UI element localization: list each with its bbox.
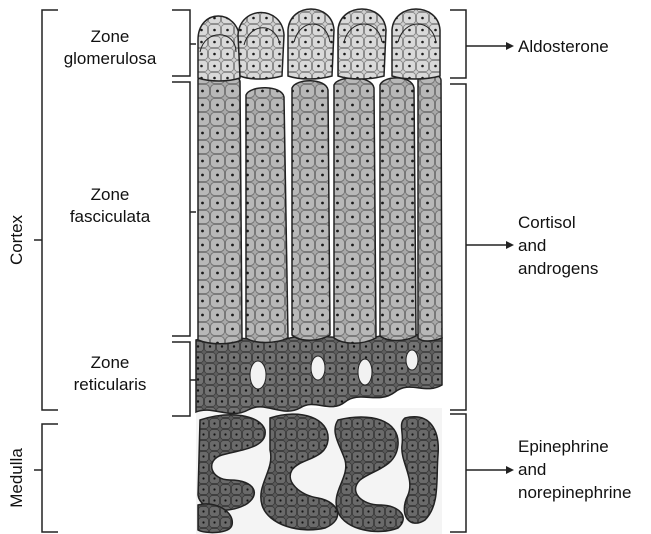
- tissue-illustration: [196, 9, 442, 534]
- fasciculata-label-line2: fasciculata: [70, 207, 151, 226]
- reticularis-label-line2: reticularis: [74, 375, 147, 394]
- cortex-bracket: [34, 10, 58, 410]
- fasciculata-label-line1: Zone: [91, 185, 130, 204]
- glomerulosa-arches: [198, 9, 440, 81]
- fasciculata-columns: [198, 73, 442, 344]
- epinephrine-label-line1: Epinephrine: [518, 437, 609, 456]
- reticularis-bracket: [172, 342, 196, 416]
- aldosterone-label: Aldosterone: [518, 37, 609, 56]
- cortex-label: Cortex: [7, 214, 26, 265]
- cortisol-bracket: [450, 84, 466, 410]
- glomerulosa-bracket: [172, 10, 196, 76]
- arrow-epinephrine: [466, 466, 514, 474]
- glomerulosa-label-line1: Zone: [91, 27, 130, 46]
- medulla-bracket: [34, 424, 58, 532]
- aldosterone-bracket: [450, 10, 466, 78]
- epinephrine-label-line3: norepinephrine: [518, 483, 631, 502]
- medulla-cords: [196, 408, 442, 534]
- medulla-hormone-bracket: [450, 414, 466, 532]
- cortisol-label-line3: androgens: [518, 259, 598, 278]
- arrow-cortisol: [466, 241, 514, 249]
- reticularis-label-line1: Zone: [91, 353, 130, 372]
- cortisol-label-line2: and: [518, 236, 546, 255]
- glomerulosa-label-line2: glomerulosa: [64, 49, 157, 68]
- epinephrine-label-line2: and: [518, 460, 546, 479]
- fasciculata-bracket: [172, 82, 196, 336]
- cortisol-label-line1: Cortisol: [518, 213, 576, 232]
- arrow-aldosterone: [466, 42, 514, 50]
- medulla-label: Medulla: [7, 448, 26, 508]
